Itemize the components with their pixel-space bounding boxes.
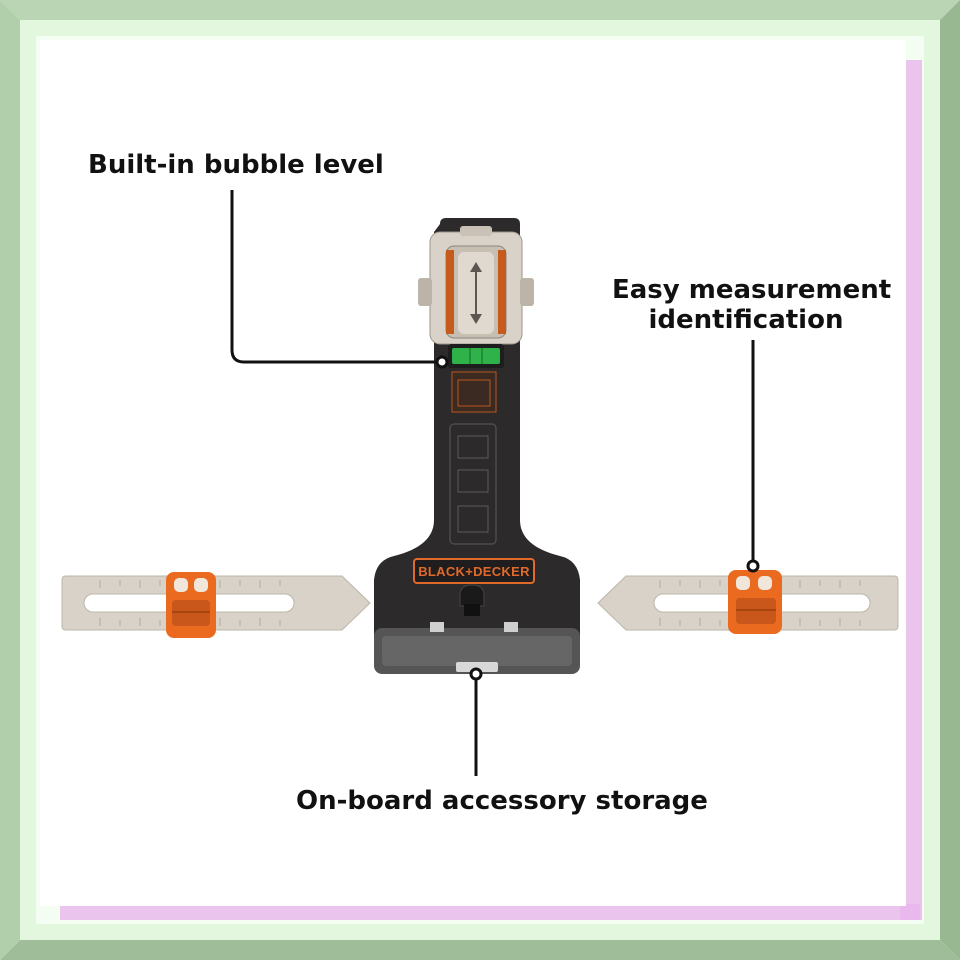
- brand-logo-text: BLACK+DECKER: [418, 563, 530, 579]
- callout-dot-bubble-level: [435, 355, 449, 369]
- callout-label-measurement: Easy measurement identification: [612, 275, 892, 335]
- left-orange-slider: [166, 572, 216, 638]
- callout-label-measurement-line2: identification: [648, 305, 844, 335]
- top-clamp: [418, 226, 534, 345]
- callout-line-bubble-level: [230, 190, 440, 364]
- callout-dot-measurement: [746, 559, 760, 573]
- callout-dot-storage: [469, 667, 483, 681]
- bubble-level: [448, 344, 504, 368]
- right-orange-slider: [728, 570, 782, 634]
- brand-logo-badge: [413, 558, 535, 584]
- callout-label-accessory-storage: On-board accessory storage: [296, 786, 708, 816]
- callout-label-measurement-line1: Easy measurement: [612, 275, 892, 305]
- callout-label-bubble-level: Built-in bubble level: [88, 150, 384, 180]
